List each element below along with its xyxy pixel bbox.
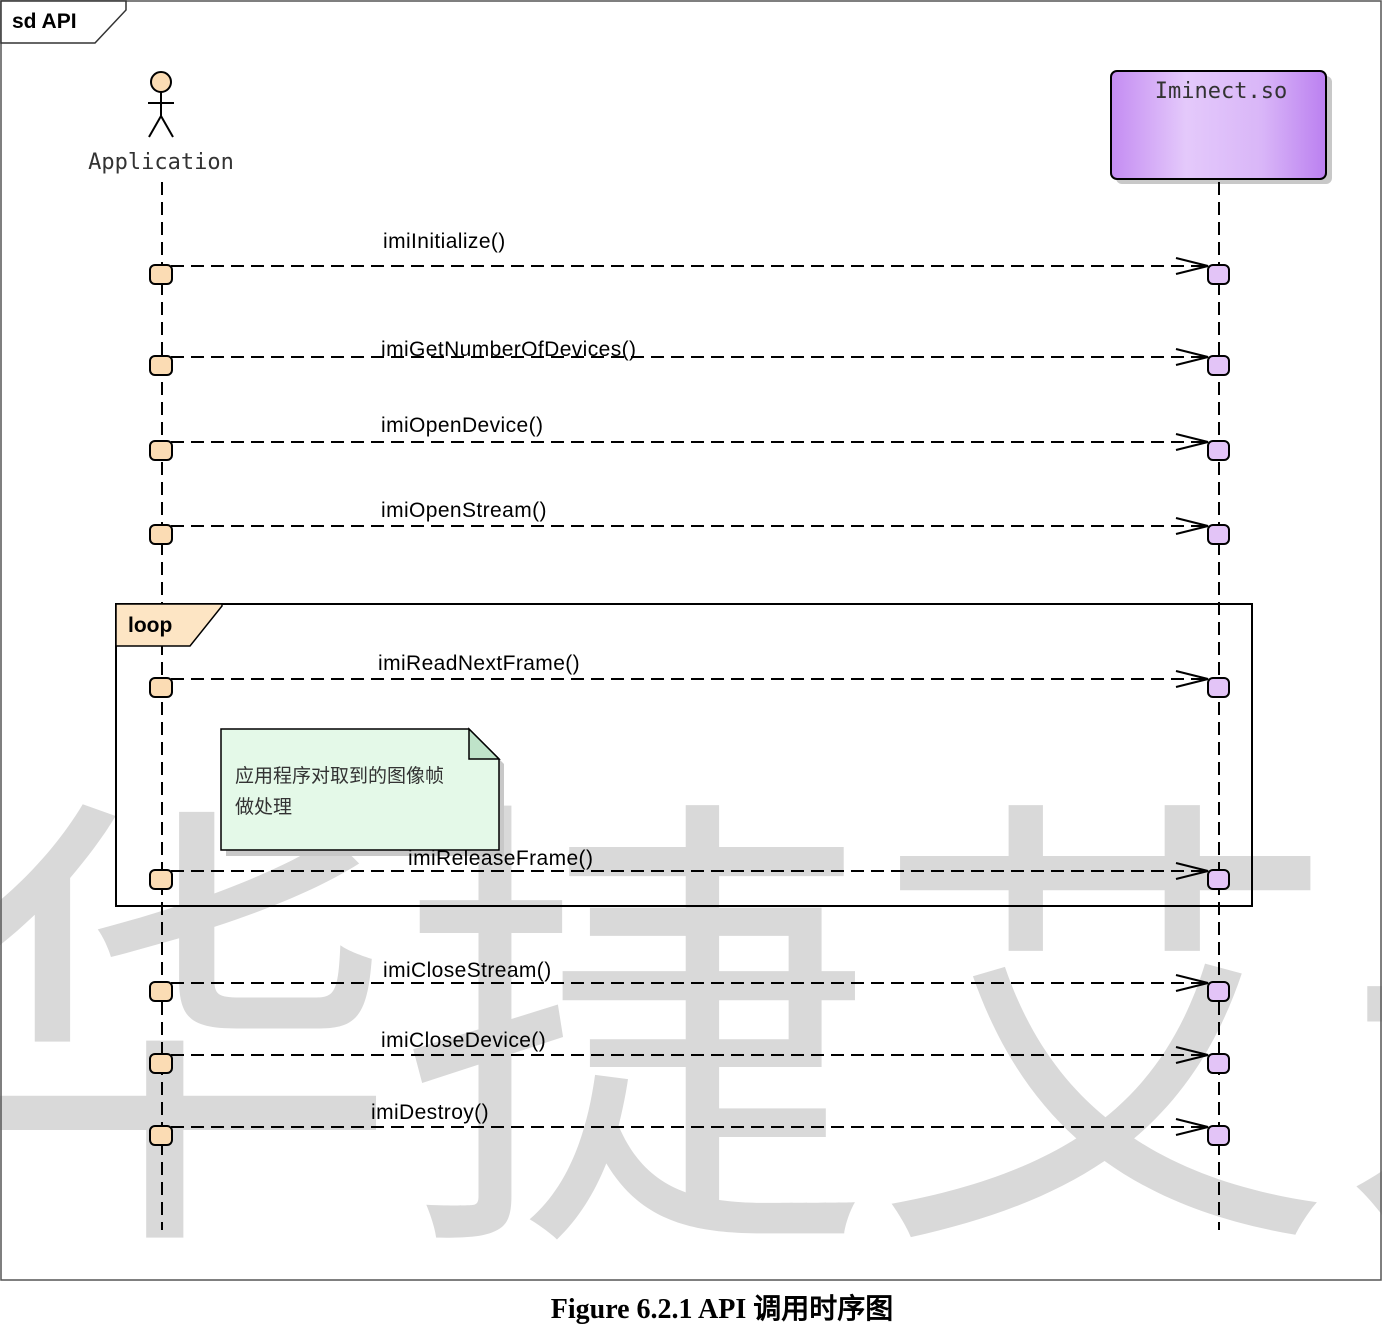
message-arrow-head [1175,433,1209,451]
message-row: imiInitialize() [149,230,1230,285]
note-body [220,728,500,851]
actor-application-label: Application [88,150,234,175]
activation-application [149,524,173,545]
message-label: imiInitialize() [383,230,506,253]
diagram-frame [0,0,1382,1281]
actor-leg-left [148,115,162,138]
message-arrow-head [1175,257,1209,275]
note-line-1: 应用程序对取到的图像帧 [235,765,444,787]
actor-head [150,71,172,93]
watermark: 华捷艾米 [0,764,1382,1311]
activation-iminect [1207,981,1230,1002]
message-label: imiDestroy() [371,1101,489,1124]
loop-label: loop [128,614,172,637]
note-line-2: 做处理 [235,796,292,818]
activation-application [149,981,173,1002]
message-arrow-head [1175,670,1209,688]
frame-title-tab [0,0,127,44]
message-row: imiCloseStream() [149,959,1230,1002]
message-arrow-head [1175,1118,1209,1136]
activation-iminect [1207,264,1230,285]
loop-frame [115,603,1253,907]
message-arrow-head [1175,348,1209,366]
loop-tab [115,603,223,647]
activation-iminect [1207,440,1230,461]
message-label: imiGetNumberOfDevices() [381,338,636,361]
frame-title: sd API [12,10,77,33]
actor-application: Application [88,71,234,175]
message-arrow-head [1175,974,1209,992]
activation-iminect [1207,355,1230,376]
message-label: imiReleaseFrame() [408,847,593,870]
message-row: imiOpenStream() [149,499,1230,545]
activation-application [149,440,173,461]
message-row: imiGetNumberOfDevices() [149,338,1230,376]
activation-application [149,869,173,890]
activation-iminect [1207,869,1230,890]
message-arrow-head [1175,517,1209,535]
activation-application [149,264,173,285]
message-label: imiCloseStream() [383,959,552,982]
activation-iminect [1207,677,1230,698]
message-label: imiOpenDevice() [381,414,543,437]
activation-application [149,1125,173,1146]
figure-caption: Figure 6.2.1 API 调用时序图 [551,1292,893,1325]
activation-iminect [1207,1053,1230,1074]
message-row: imiDestroy() [149,1101,1230,1146]
messages: imiInitialize() imiGetNumberOfDevices() im… [149,230,1230,1146]
activation-iminect [1207,1125,1230,1146]
object-box [1110,70,1327,180]
activation-application [149,1053,173,1074]
message-arrow-head [1175,862,1209,880]
note-fold [468,727,501,760]
message-label: imiOpenStream() [381,499,547,522]
message-row: imiOpenDevice() [149,414,1230,461]
message-row: imiReadNextFrame() [149,652,1230,698]
object-iminect: Iminect.so [1110,70,1332,184]
loop-fragment: loop [115,603,1253,907]
actor-leg-right [160,115,174,138]
message-label: imiCloseDevice() [381,1029,546,1052]
message-label: imiReadNextFrame() [378,652,580,675]
message-arrow-head [1175,1046,1209,1064]
activation-application [149,355,173,376]
activation-application [149,677,173,698]
object-iminect-label: Iminect.so [1155,79,1287,104]
message-row: imiCloseDevice() [149,1029,1230,1074]
note: 应用程序对取到的图像帧 做处理 [220,727,504,856]
activation-iminect [1207,524,1230,545]
message-row: imiReleaseFrame() [149,847,1230,890]
watermark-text: 华捷艾米 [0,764,1382,1311]
